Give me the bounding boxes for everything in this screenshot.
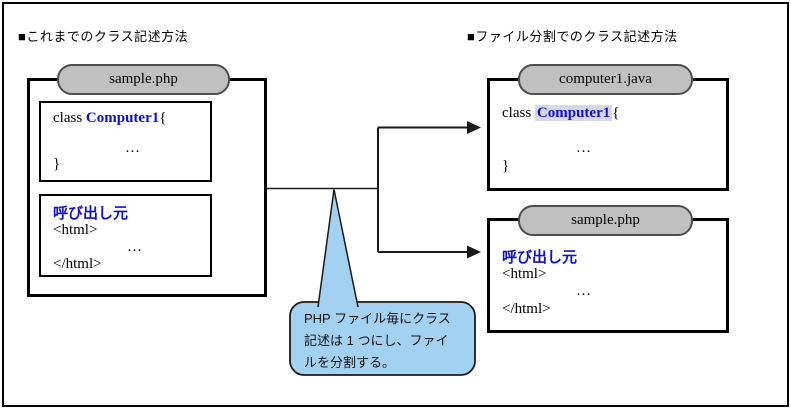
class-keyword: class — [53, 110, 86, 126]
caller-heading: 呼び出し元 — [502, 249, 578, 266]
callout-line: ルを分割する。 — [304, 355, 396, 370]
class-declaration-line: class Computer1{ — [53, 110, 166, 127]
right-section-title: ■ファイル分割でのクラス記述方法 — [467, 29, 678, 44]
html-close-tag: </html> — [53, 256, 102, 272]
callout-line: 記述は 1 つにし、ファイ — [304, 333, 449, 348]
callout-line: PHP ファイル毎にクラス — [304, 311, 451, 326]
close-brace: } — [53, 156, 61, 172]
left-file-tab: sample.php — [57, 64, 230, 95]
ellipsis: … — [125, 140, 140, 156]
caller-heading: 呼び出し元 — [53, 205, 129, 222]
left-caller-box: 呼び出し元 <html> … </html> — [39, 194, 212, 277]
right-top-file-box: class Computer1{ … } — [487, 78, 729, 191]
ellipsis: … — [576, 283, 591, 299]
html-open-tag: <html> — [502, 266, 547, 282]
right-top-file-tab: computer1.java — [518, 64, 693, 95]
html-close-tag: </html> — [502, 301, 551, 317]
close-brace: } — [502, 158, 510, 174]
ellipsis: … — [127, 239, 142, 255]
callout-note: PHP ファイル毎にクラス 記述は 1 つにし、ファイ ルを分割する。 — [304, 308, 466, 374]
ellipsis: … — [576, 140, 591, 156]
right-bottom-file-box: 呼び出し元 <html> … </html> — [487, 218, 729, 333]
arrowhead-bottom — [467, 245, 481, 259]
right-bottom-file-tab: sample.php — [518, 205, 693, 236]
left-class-box: class Computer1{ … } — [39, 101, 212, 182]
callout-tail — [317, 189, 359, 308]
open-brace: { — [612, 105, 620, 121]
arrowhead-top — [467, 121, 481, 134]
html-open-tag: <html> — [53, 222, 98, 238]
class-name-highlighted: Computer1 — [534, 105, 613, 121]
class-keyword: class — [502, 105, 535, 121]
open-brace: { — [159, 110, 167, 126]
class-declaration-line: class Computer1{ — [502, 105, 619, 122]
class-name: Computer1 — [85, 110, 160, 126]
left-section-title: ■これまでのクラス記述方法 — [18, 29, 189, 44]
